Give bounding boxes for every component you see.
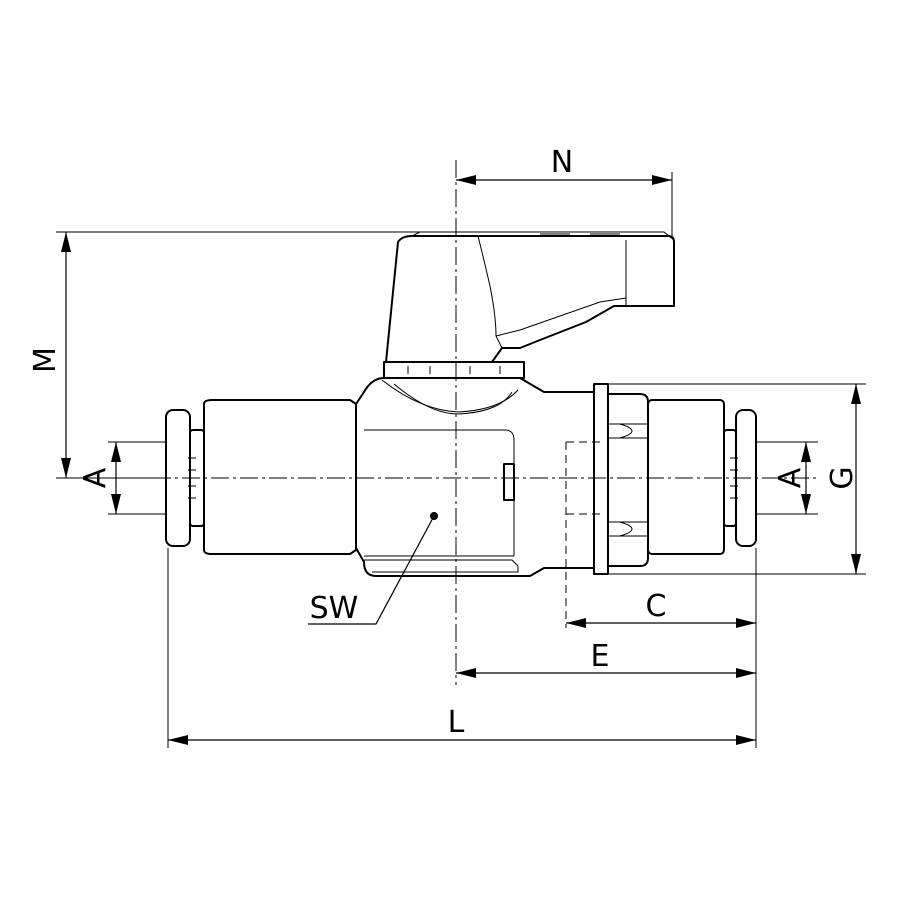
label-N: N <box>551 145 573 180</box>
sw-leader <box>308 512 438 625</box>
dimension-E <box>456 668 756 678</box>
label-M: M <box>28 347 63 373</box>
dimension-L <box>168 735 756 745</box>
label-E: E <box>591 639 610 674</box>
right-fitting-body <box>647 399 725 555</box>
label-L: L <box>448 705 465 740</box>
label-G: G <box>825 466 860 489</box>
label-A-right: A <box>773 467 808 488</box>
dimension-C <box>566 618 756 628</box>
hex-nut <box>607 393 649 567</box>
label-SW: SW <box>310 591 359 626</box>
label-C: C <box>646 589 667 624</box>
internal-bore <box>364 429 515 557</box>
stem-collar <box>383 361 525 379</box>
dimension-A-right <box>801 442 811 514</box>
extension-lines <box>56 172 866 748</box>
dimension-M <box>61 232 71 478</box>
union-flange <box>593 383 609 575</box>
dimension-A-left <box>111 442 121 514</box>
valve-part <box>165 231 757 577</box>
main-valve-body <box>355 377 595 577</box>
dimension-G <box>851 384 861 574</box>
dimension-N <box>456 175 672 185</box>
pipe-end-hidden <box>565 441 600 628</box>
label-A-left: A <box>78 467 113 488</box>
hex-insert <box>503 463 515 501</box>
lever-handle <box>385 235 675 363</box>
left-fitting-body <box>203 399 357 555</box>
